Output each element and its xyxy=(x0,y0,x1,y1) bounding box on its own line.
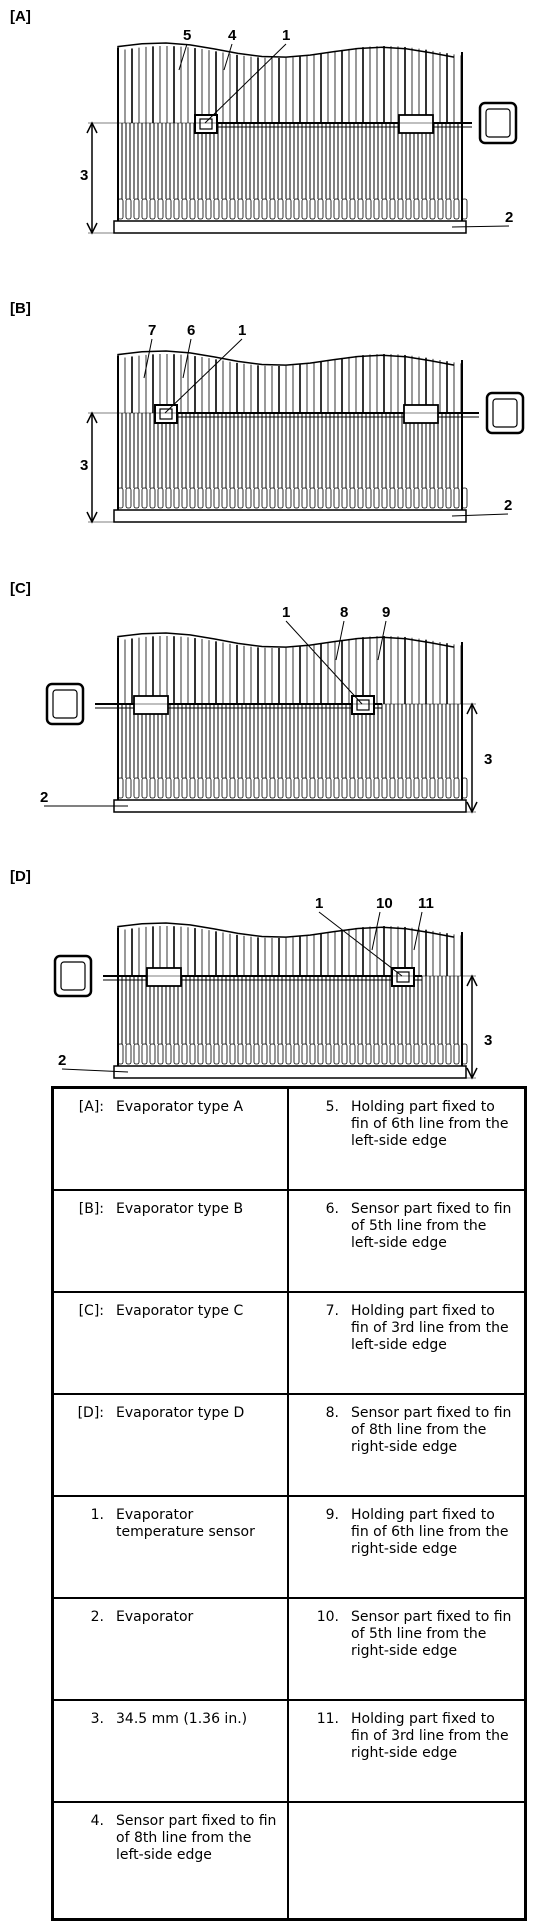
legend-text: Sensor part fixed to fin of 8th line fro… xyxy=(351,1405,512,1455)
evaporator-diagram: 1 10 11 3 2 xyxy=(53,895,492,1080)
evaporator-diagram: 7 6 1 3 2 xyxy=(80,322,525,524)
legend-key: 2. xyxy=(90,1609,104,1625)
callout-1: 1 xyxy=(315,895,323,912)
legend-cell: 8. Sensor part fixed to fin of 8th line f… xyxy=(289,1395,524,1495)
legend-key: 6. xyxy=(325,1201,339,1217)
legend-row: 1. Evaporator temperature sensor 9. Holding… xyxy=(54,1495,524,1597)
callout-10: 10 xyxy=(376,895,393,912)
callout-3: 3 xyxy=(484,751,492,768)
legend-cell: 4. Sensor part fixed to fin of 8th line f… xyxy=(54,1803,289,1918)
legend-key: 5. xyxy=(325,1099,339,1115)
legend-key: 4. xyxy=(90,1813,104,1829)
legend-cell: [C]: Evaporator type C xyxy=(54,1293,289,1393)
legend-text: Sensor part fixed to fin of 8th line fro… xyxy=(116,1813,277,1863)
callout-2: 2 xyxy=(40,789,48,806)
legend-cell xyxy=(289,1803,524,1918)
legend-text: Evaporator xyxy=(116,1609,194,1625)
legend-cell: 11. Holding part fixed to fin of 3rd line… xyxy=(289,1701,524,1801)
legend-row: 4. Sensor part fixed to fin of 8th line f… xyxy=(54,1801,524,1918)
callout-5: 5 xyxy=(183,27,191,44)
panel-d: [D] 1 10 11 3 2 xyxy=(0,860,544,1090)
legend-cell: 9. Holding part fixed to fin of 6th line … xyxy=(289,1497,524,1597)
legend-text: Holding part fixed to fin of 6th line fr… xyxy=(351,1507,509,1557)
legend-key: 8. xyxy=(325,1405,339,1421)
legend-row: [C]: Evaporator type C 7. Holding part fixe… xyxy=(54,1291,524,1393)
legend-key: [C]: xyxy=(78,1303,104,1319)
legend-cell: 5. Holding part fixed to fin of 6th line … xyxy=(289,1089,524,1189)
callout-2: 2 xyxy=(505,209,513,226)
legend-key: 9. xyxy=(325,1507,339,1523)
callout-2: 2 xyxy=(504,497,512,514)
legend-text: Holding part fixed to fin of 3rd line fr… xyxy=(351,1303,509,1353)
legend-text: Sensor part fixed to fin of 5th line fro… xyxy=(351,1609,512,1659)
callout-2: 2 xyxy=(58,1052,66,1069)
legend-row: 2. Evaporator 10. Sensor part fixed to fin … xyxy=(54,1597,524,1699)
legend-text: Evaporator type B xyxy=(116,1201,244,1217)
legend-text xyxy=(351,1813,516,1906)
legend-cell: 7. Holding part fixed to fin of 3rd line … xyxy=(289,1293,524,1393)
evaporator-diagram: 5 4 1 3 2 xyxy=(80,27,518,235)
legend-cell: [B]: Evaporator type B xyxy=(54,1191,289,1291)
panel-b: [B] 7 6 1 3 2 xyxy=(0,300,544,550)
legend-text: Evaporator type A xyxy=(116,1099,244,1115)
callout-1: 1 xyxy=(282,27,290,44)
callout-1: 1 xyxy=(238,322,246,339)
legend-key: 3. xyxy=(90,1711,104,1727)
legend-row: [A]: Evaporator type A 5. Holding part fixe… xyxy=(54,1089,524,1189)
legend-text: Evaporator type D xyxy=(116,1405,245,1421)
callout-8: 8 xyxy=(340,604,348,621)
legend-key: 7. xyxy=(325,1303,339,1319)
callout-7: 7 xyxy=(148,322,156,339)
legend-key: [D]: xyxy=(77,1405,104,1421)
legend-key: 11. xyxy=(316,1711,339,1727)
legend-text: Holding part fixed to fin of 6th line fr… xyxy=(351,1099,509,1149)
legend-row: 3. 34.5 mm (1.36 in.) 11. Holding part fixe… xyxy=(54,1699,524,1801)
legend-cell: 3. 34.5 mm (1.36 in.) xyxy=(54,1701,289,1801)
panel-c: [C] 1 8 9 3 2 xyxy=(0,572,544,842)
panel-a: [A] 5 4 1 3 2 xyxy=(0,0,544,260)
legend-key: 10. xyxy=(316,1609,339,1625)
legend-text: Holding part fixed to fin of 3rd line fr… xyxy=(351,1711,509,1761)
legend-cell: [D]: Evaporator type D xyxy=(54,1395,289,1495)
callout-6: 6 xyxy=(187,322,195,339)
legend-text: Evaporator temperature sensor xyxy=(116,1507,255,1540)
panel-label: [D] xyxy=(10,868,31,885)
callout-9: 9 xyxy=(382,604,390,621)
callout-4: 4 xyxy=(228,27,237,44)
legend-row: [B]: Evaporator type B 6. Sensor part fixed… xyxy=(54,1189,524,1291)
legend-text: Evaporator type C xyxy=(116,1303,244,1319)
evaporator-diagram: 1 8 9 3 2 xyxy=(40,604,492,814)
legend-key: [B]: xyxy=(78,1201,104,1217)
legend-text: Sensor part fixed to fin of 5th line fro… xyxy=(351,1201,512,1251)
callout-3: 3 xyxy=(80,167,88,184)
legend-cell: 2. Evaporator xyxy=(54,1599,289,1699)
legend-key: [A]: xyxy=(78,1099,104,1115)
legend-cell: 10. Sensor part fixed to fin of 5th line … xyxy=(289,1599,524,1699)
callout-3: 3 xyxy=(484,1032,492,1049)
legend-cell: 1. Evaporator temperature sensor xyxy=(54,1497,289,1597)
callout-1: 1 xyxy=(282,604,290,621)
callout-11: 11 xyxy=(418,895,434,912)
legend-text: 34.5 mm (1.36 in.) xyxy=(116,1711,248,1727)
panel-label: [C] xyxy=(10,580,31,597)
legend-cell: [A]: Evaporator type A xyxy=(54,1089,289,1189)
panel-label: [A] xyxy=(10,8,31,25)
legend-row: [D]: Evaporator type D 8. Sensor part fixed… xyxy=(54,1393,524,1495)
callout-3: 3 xyxy=(80,457,88,474)
legend-key xyxy=(297,1813,351,1906)
panel-label: [B] xyxy=(10,300,31,317)
legend-key: 1. xyxy=(90,1507,104,1523)
legend-cell: 6. Sensor part fixed to fin of 5th line f… xyxy=(289,1191,524,1291)
legend-table: [A]: Evaporator type A 5. Holding part fixe… xyxy=(51,1086,527,1921)
